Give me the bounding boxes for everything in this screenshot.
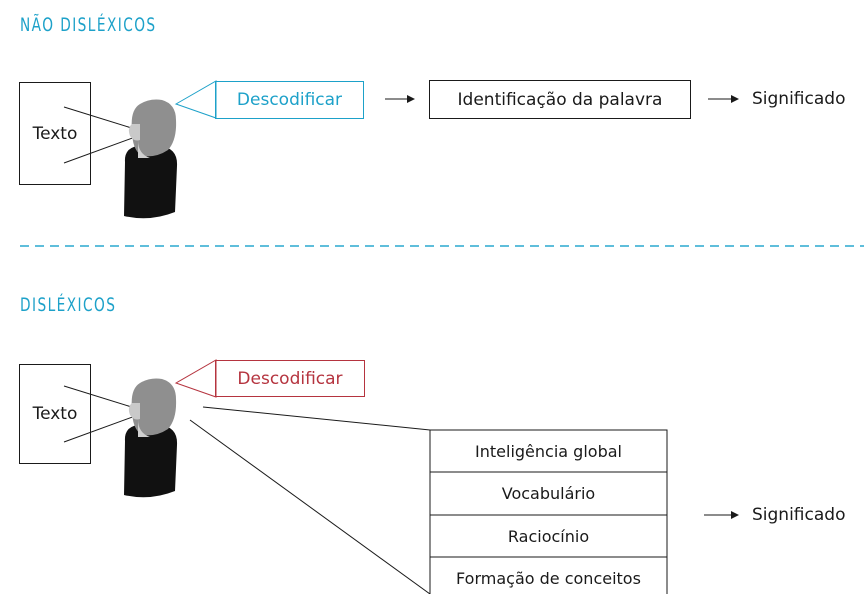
stack-item-reasoning: Raciocínio <box>507 527 590 546</box>
person-figure-top <box>124 99 178 219</box>
sight-line-bottom-lower <box>63 414 139 443</box>
text-box-bottom: Texto <box>19 364 91 464</box>
stack-item-vocabulary: Vocabulário <box>501 484 596 503</box>
meaning-label-bottom: Significado <box>752 505 846 525</box>
text-box-label: Texto <box>32 123 78 144</box>
decode-label: Descodificar <box>237 368 343 389</box>
meaning-label-top: Significado <box>752 89 846 109</box>
bubble-pointer-bottom <box>174 359 217 398</box>
text-box-top: Texto <box>19 82 91 185</box>
decode-box-bottom: Descodificar <box>215 360 365 397</box>
identification-label: Identificação da palavra <box>457 89 663 110</box>
sight-line-top-lower <box>63 135 139 164</box>
identification-box: Identificação da palavra <box>429 80 691 119</box>
bubble-pointer-top <box>174 80 217 119</box>
sight-line-top-upper <box>63 106 139 131</box>
text-box-label: Texto <box>32 404 78 424</box>
decode-box-top: Descodificar <box>215 81 364 119</box>
fan-line-upper <box>202 406 431 431</box>
section-title-dyslexic: DISLÉXICOS <box>20 294 117 316</box>
decode-label: Descodificar <box>236 90 343 110</box>
section-title-non-dyslexic: NÃO DISLÉXICOS <box>20 14 157 36</box>
sight-line-bottom-upper <box>63 385 139 410</box>
stack-item-concept-formation: Formação de conceitos <box>456 569 641 588</box>
stack-item-global-intelligence: Inteligência global <box>475 442 622 461</box>
person-figure-bottom <box>124 378 178 498</box>
fan-line-lower <box>189 419 431 594</box>
